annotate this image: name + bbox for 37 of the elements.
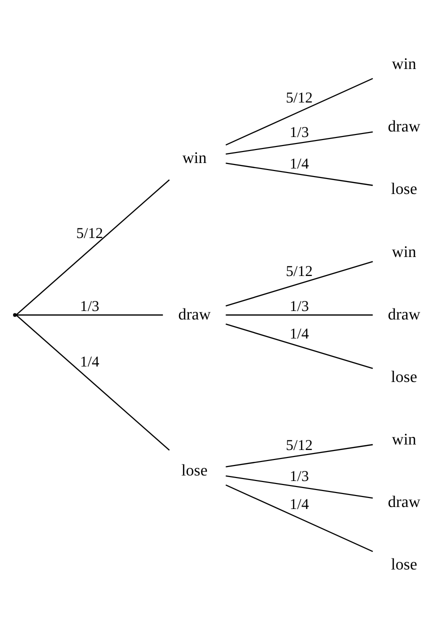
edge-label: 1/4 xyxy=(80,354,99,370)
node-text: lose xyxy=(180,461,208,480)
connector xyxy=(16,314,162,316)
connector xyxy=(225,314,372,316)
connector xyxy=(225,323,372,368)
node-text: draw xyxy=(178,304,210,323)
edge-label: 5/12 xyxy=(76,225,103,242)
edge-label: 1/4 xyxy=(289,326,308,342)
node-text: win xyxy=(391,430,416,448)
connector xyxy=(225,130,372,154)
node-text: draw xyxy=(387,492,420,510)
node-text: lose xyxy=(390,367,417,386)
connector xyxy=(225,444,372,467)
node-text: win xyxy=(182,148,206,166)
edge-label: 1/3 xyxy=(289,298,308,314)
node-text: draw xyxy=(387,117,420,136)
connector xyxy=(225,260,372,306)
edge-label: 1/3 xyxy=(80,298,99,314)
edge-label: 5/12 xyxy=(285,264,312,280)
connector xyxy=(225,162,372,186)
connector xyxy=(225,77,372,146)
connector xyxy=(15,314,170,450)
edge-label: 5/12 xyxy=(285,437,312,454)
edge-label: 1/3 xyxy=(289,468,308,485)
node-text: lose xyxy=(390,554,417,573)
edge-label: 5/12 xyxy=(285,90,312,106)
node-text: lose xyxy=(390,180,417,198)
node-text: win xyxy=(391,242,416,260)
connector xyxy=(15,178,170,315)
edge-label: 1/4 xyxy=(289,156,308,172)
edge-label: 1/3 xyxy=(289,124,308,141)
node-text: draw xyxy=(387,304,420,323)
connector xyxy=(225,474,372,498)
node-text: win xyxy=(391,54,416,73)
connector xyxy=(225,484,372,552)
node-point xyxy=(12,312,16,316)
edge-label: 1/4 xyxy=(289,496,308,512)
